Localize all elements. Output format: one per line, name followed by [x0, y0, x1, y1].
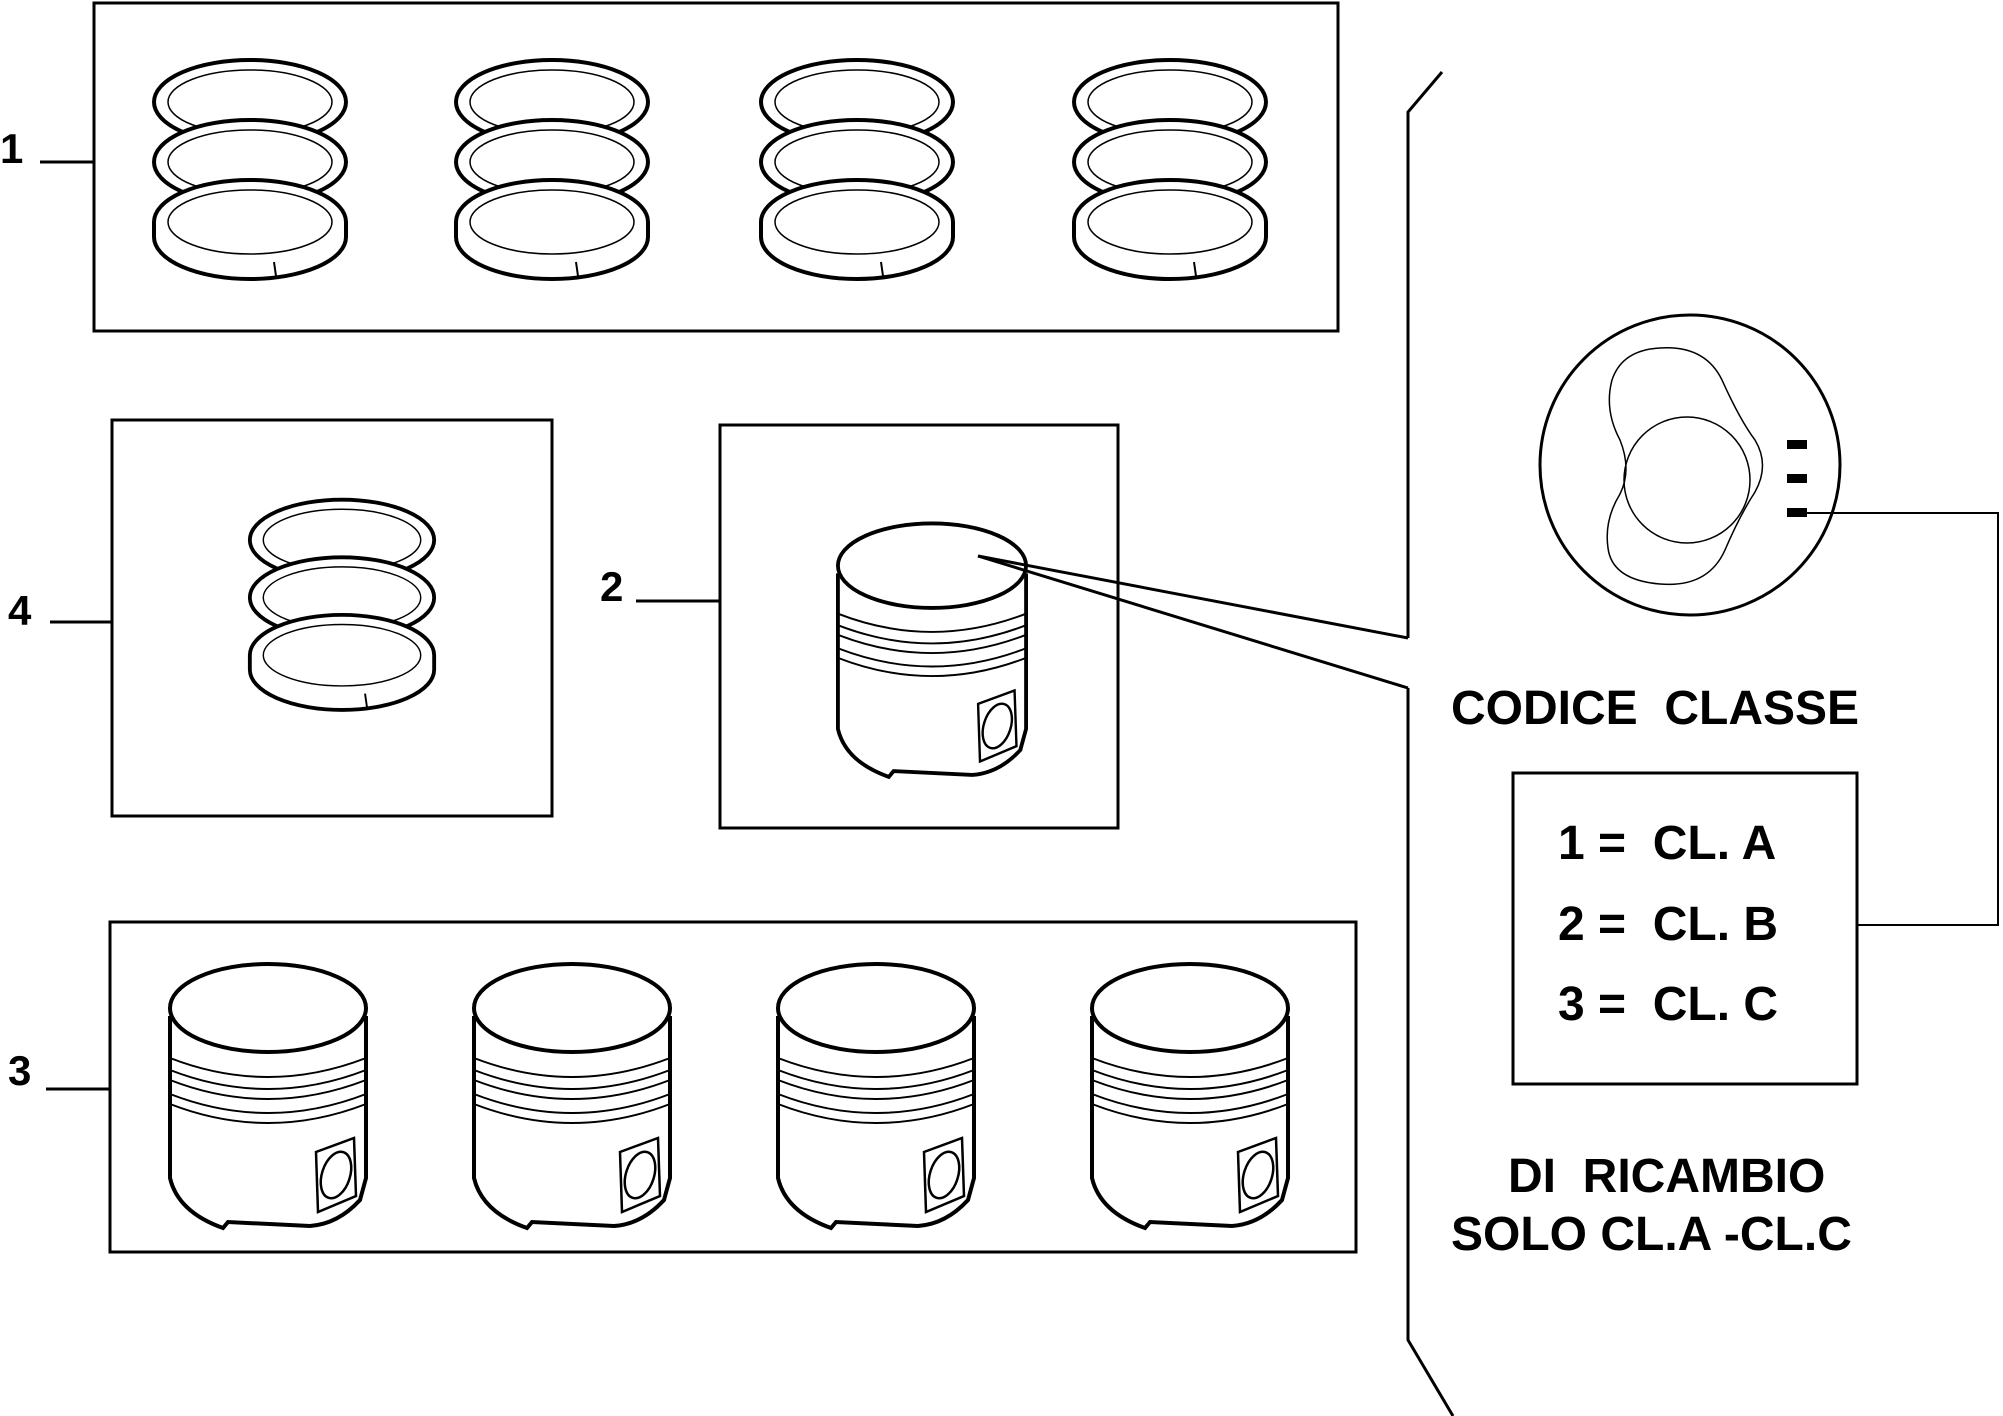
ring-set-2 — [454, 58, 650, 281]
ring-set-4 — [1072, 58, 1268, 281]
ring-set-single — [247, 497, 437, 712]
spare-note-line-1: DI RICAMBIO — [1508, 1150, 1825, 1203]
ring-set-1 — [152, 58, 348, 281]
callout-4: 4 — [8, 587, 32, 634]
class-mark-1 — [1787, 440, 1807, 449]
single-piston-box — [718, 423, 1120, 830]
piston-4 — [1090, 962, 1290, 1230]
mark-connector-line — [1807, 512, 1999, 926]
single-ring-set-box — [110, 418, 554, 818]
piston-2 — [472, 962, 672, 1230]
class-row-1: 1 = CL. A — [1558, 817, 1776, 870]
leader-line-upper — [977, 554, 1409, 640]
callout-1: 1 — [0, 125, 23, 172]
class-row-2: 2 = CL. B — [1558, 898, 1778, 951]
piston-3 — [776, 962, 976, 1230]
class-mark-2 — [1787, 474, 1807, 483]
leader-line-lower — [977, 554, 1409, 690]
callout-3: 3 — [8, 1047, 31, 1094]
class-table — [1511, 771, 1859, 1086]
piston-crown-detail — [1538, 313, 1842, 617]
callout-2: 2 — [600, 563, 623, 610]
piston-set-box — [108, 920, 1358, 1254]
piston-1 — [168, 962, 368, 1230]
detail-break-line — [1406, 71, 1444, 638]
ring-set-3 — [759, 58, 955, 281]
class-code-heading: CODICE CLASSE — [1451, 682, 1859, 735]
spare-note-line-2: SOLO CL.A -CL.C — [1451, 1208, 1852, 1261]
ring-sets-box — [92, 1, 1340, 333]
class-row-3: 3 = CL. C — [1558, 978, 1778, 1031]
detail-break-line-lower — [1406, 688, 1455, 1416]
class-mark-3 — [1787, 508, 1807, 517]
